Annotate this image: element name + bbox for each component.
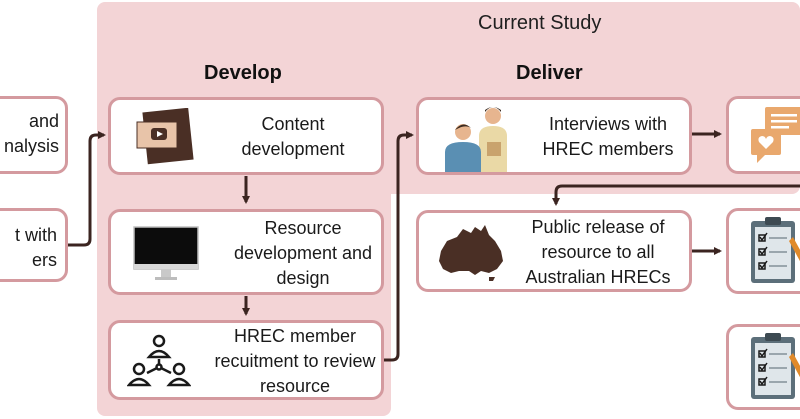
chat-heart-icon	[751, 107, 800, 163]
left-box-members-text: t with ers	[14, 225, 57, 270]
interviews-box: Interviews with HREC members	[416, 97, 692, 175]
video-icon	[136, 108, 194, 165]
interview-people-icon	[445, 107, 507, 172]
checklist-icon	[751, 333, 800, 399]
content-development-box: Content development	[108, 97, 384, 175]
current-study-title: Current Study	[478, 12, 602, 34]
hrec-recruitment-text: HREC member recuitment to review resourc…	[214, 326, 376, 396]
people-network-icon	[127, 334, 191, 387]
resource-development-box: Resource development and design	[108, 209, 384, 295]
left-box-members: t with ers	[0, 208, 68, 282]
australia-map-icon	[439, 225, 503, 281]
public-release-text: Public release of resource to all Austra…	[525, 217, 671, 287]
deliver-heading: Deliver	[516, 62, 583, 84]
left-box-analysis-text: and nalysis	[3, 111, 59, 156]
content-development-text: Content development	[241, 114, 345, 159]
develop-heading: Develop	[204, 62, 282, 84]
resource-development-text: Resource development and design	[233, 218, 373, 288]
checklist-icon	[751, 217, 800, 283]
right-box-checklist-1	[726, 208, 800, 294]
hrec-recruitment-box: HREC member recuitment to review resourc…	[108, 320, 384, 400]
monitor-icon	[133, 226, 199, 280]
left-box-analysis: and nalysis	[0, 96, 68, 174]
right-box-checklist-2	[726, 324, 800, 410]
right-box-feedback	[726, 96, 800, 174]
interviews-text: Interviews with HREC members	[542, 114, 674, 159]
public-release-box: Public release of resource to all Austra…	[416, 210, 692, 292]
